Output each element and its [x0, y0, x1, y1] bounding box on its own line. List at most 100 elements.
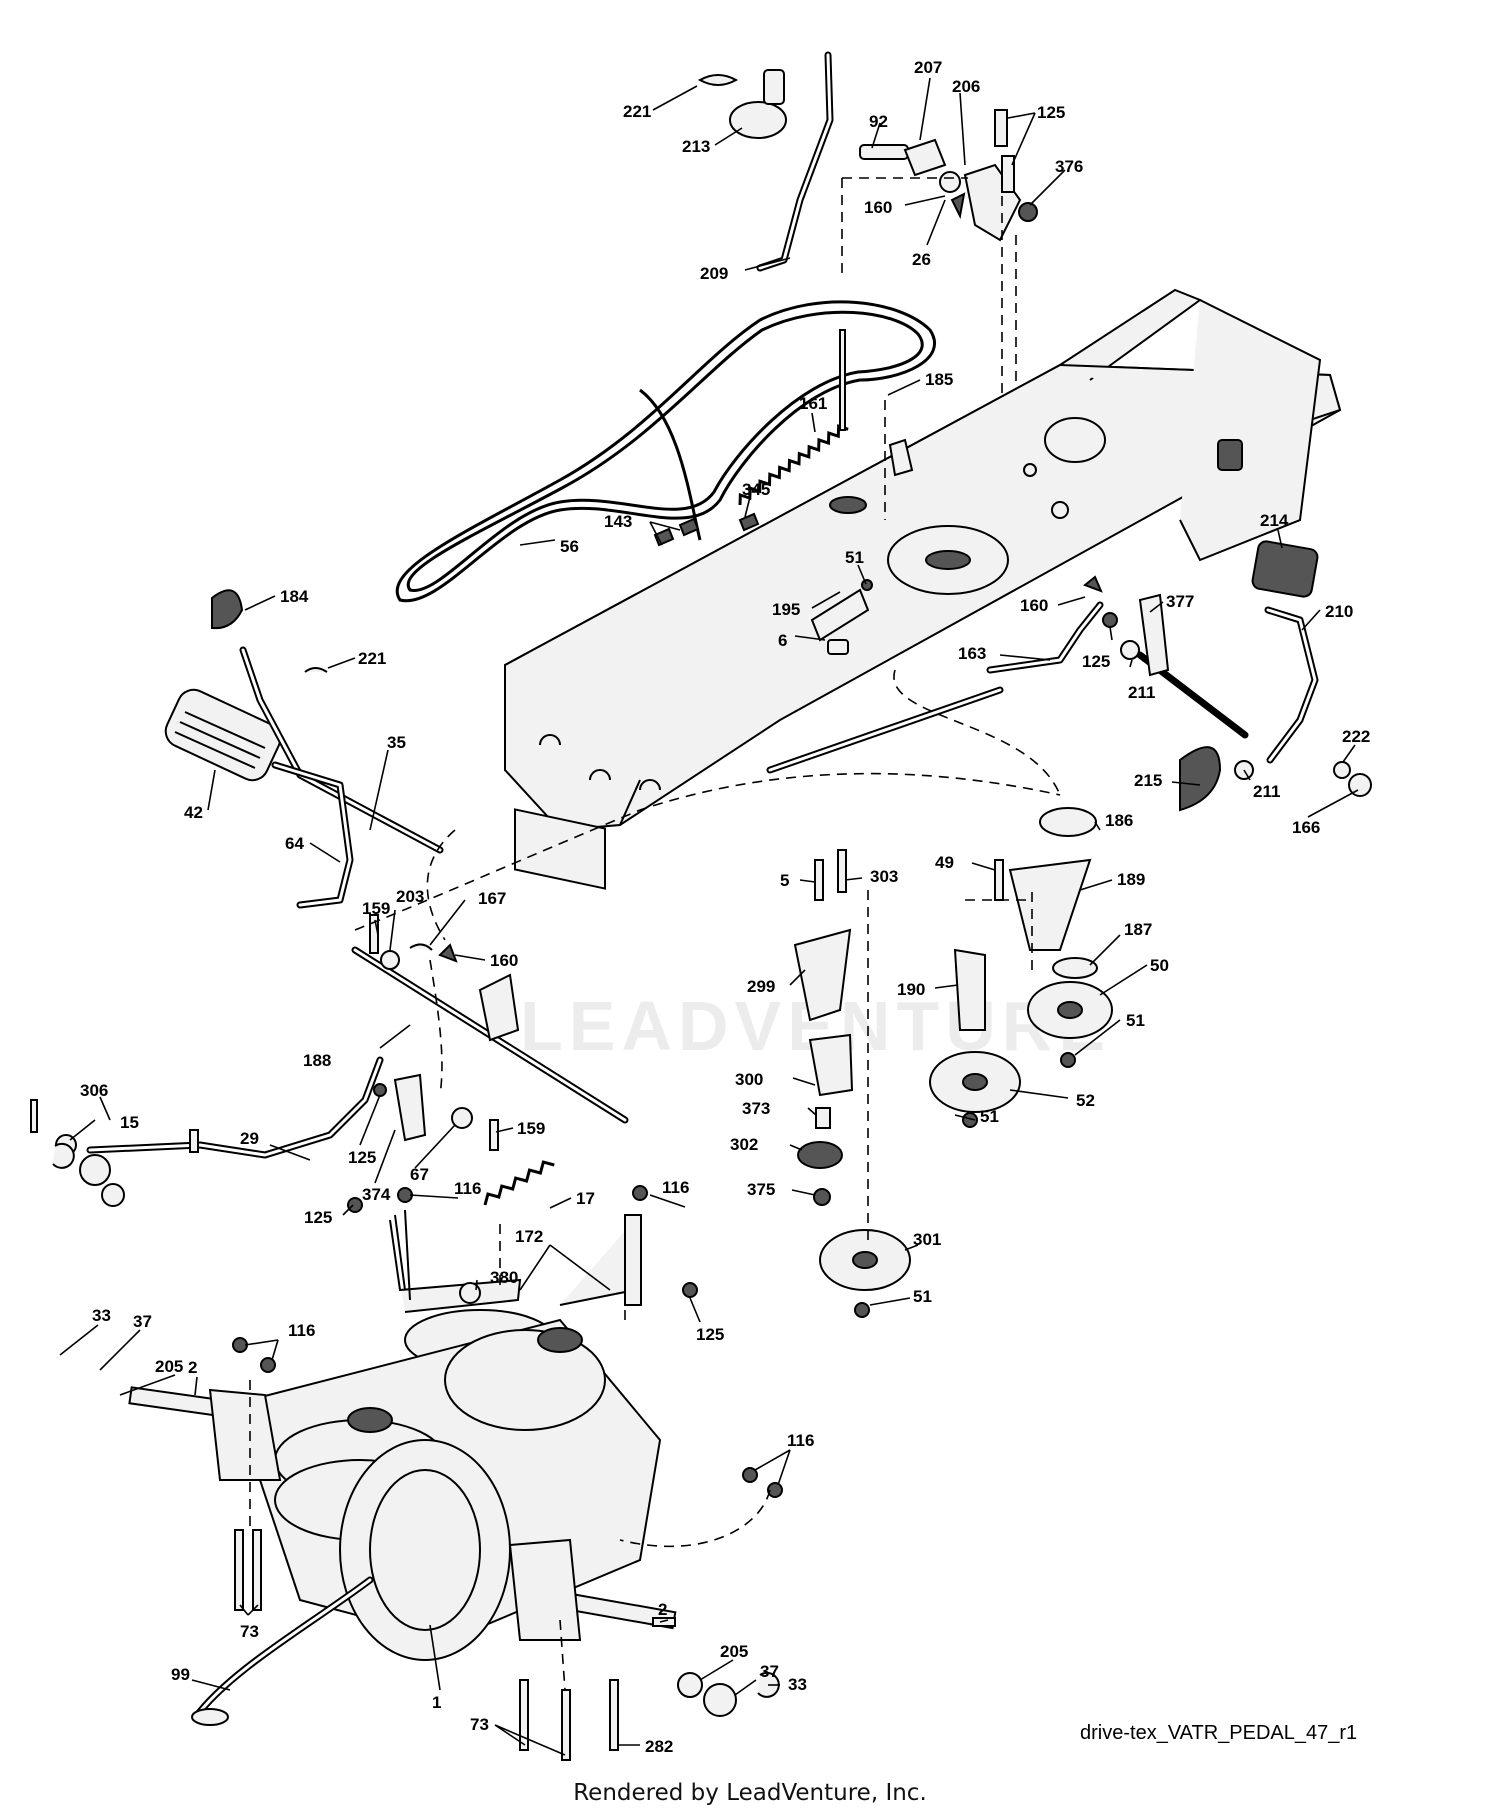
callout-labels: 221 213 207 206 125 92 376 160 26 209 18…: [80, 58, 1370, 1756]
callout-125: 125: [348, 1148, 376, 1167]
pad-214: [1251, 540, 1319, 598]
washer-222: [1333, 761, 1351, 779]
callout-299: 299: [747, 977, 775, 996]
callout-116: 116: [787, 1431, 814, 1450]
pedal-42: [164, 688, 282, 782]
bolt-73b: [252, 1529, 262, 1611]
callout-172: 172: [515, 1227, 543, 1246]
callout-125: 125: [304, 1208, 332, 1227]
callout-73: 73: [240, 1622, 259, 1641]
footer-credit: Rendered by LeadVenture, Inc.: [573, 1780, 927, 1806]
callout-186: 186: [1105, 811, 1133, 830]
nut-51b: [1060, 1052, 1076, 1068]
spring-161: [738, 424, 849, 506]
bolt-125b: [1001, 155, 1015, 193]
callout-143: 143: [604, 512, 632, 531]
nut-51c: [962, 1112, 978, 1128]
plate-299: [793, 928, 852, 1022]
callout-187: 187: [1124, 920, 1152, 939]
callout-221: 221: [358, 649, 386, 668]
bolt-73c: [519, 1679, 529, 1751]
callout-167: 167: [478, 889, 506, 908]
bracket-189: [1008, 858, 1092, 951]
nut-125b: [1102, 612, 1118, 628]
callout-345: 345: [742, 480, 770, 499]
callout-221: 221: [623, 102, 651, 121]
callout-42: 42: [184, 803, 203, 822]
bracket-207: [903, 138, 947, 177]
nut-376: [1018, 202, 1038, 222]
callout-161: 161: [799, 394, 827, 413]
pin-159b: [489, 1119, 499, 1151]
grommet-380: [459, 1282, 481, 1304]
callout-213: 213: [682, 137, 710, 156]
callout-190: 190: [897, 980, 925, 999]
callout-5: 5: [780, 871, 789, 890]
transaxle-assembly: [52, 1129, 783, 1761]
bracket-300: [808, 1033, 854, 1097]
washer-67: [451, 1107, 473, 1129]
callout-195: 195: [772, 600, 800, 619]
callout-160: 160: [1020, 596, 1048, 615]
nut-51d: [854, 1302, 870, 1318]
clip-160: [950, 192, 966, 220]
bushing-211a: [1120, 640, 1140, 660]
callout-373: 373: [742, 1099, 770, 1118]
callout-26: 26: [912, 250, 931, 269]
callout-163: 163: [958, 644, 986, 663]
callout-211: 211: [1253, 782, 1280, 801]
callout-35: 35: [387, 733, 406, 752]
callout-125: 125: [1082, 652, 1110, 671]
callout-17: 17: [576, 1189, 595, 1208]
bolt-92: [859, 144, 909, 160]
ring-166: [1348, 773, 1372, 797]
callout-160: 160: [490, 951, 518, 970]
bolt-125a: [994, 109, 1008, 147]
bearing-302: [797, 1141, 843, 1169]
callout-377: 377: [1166, 592, 1194, 611]
callout-2: 2: [188, 1358, 197, 1377]
knob-184: [211, 589, 244, 630]
ring-26: [939, 171, 961, 193]
nut-116a: [397, 1187, 413, 1203]
callout-125: 125: [696, 1325, 724, 1344]
clip-160c: [438, 943, 458, 963]
bracket-377: [1138, 593, 1170, 677]
tractor-frame: [504, 288, 1342, 890]
callout-375: 375: [747, 1180, 775, 1199]
callout-15: 15: [120, 1113, 139, 1132]
washer-37b: [703, 1683, 737, 1717]
drive-pedal-assembly: [30, 589, 1061, 1206]
callout-209: 209: [700, 264, 728, 283]
washer-37a: [79, 1154, 111, 1186]
nut-125d: [347, 1197, 363, 1213]
bracket-190: [953, 948, 986, 1031]
clip-167: [409, 943, 433, 951]
callout-67: 67: [410, 1165, 429, 1184]
callout-50: 50: [1150, 956, 1169, 975]
nut-116d2: [767, 1482, 783, 1498]
callout-6: 6: [778, 631, 787, 650]
callout-125: 125: [1037, 103, 1065, 122]
callout-159: 159: [362, 899, 390, 918]
callout-52: 52: [1076, 1091, 1095, 1110]
callout-160: 160: [864, 198, 892, 217]
key-2a: [189, 1129, 199, 1153]
callout-1: 1: [432, 1693, 441, 1712]
spring-17: [483, 1160, 555, 1206]
nut-116d1: [742, 1467, 758, 1483]
callout-37: 37: [760, 1662, 779, 1681]
callout-29: 29: [240, 1129, 259, 1148]
bolt-73d: [561, 1689, 571, 1761]
key-2b: [652, 1617, 676, 1627]
callout-222: 222: [1342, 727, 1370, 746]
callout-185: 185: [925, 370, 953, 389]
callout-189: 189: [1117, 870, 1145, 889]
callout-159: 159: [517, 1119, 545, 1138]
callout-51: 51: [845, 548, 864, 567]
bolt-282: [609, 1679, 619, 1751]
lift-lever-assembly: [697, 51, 1038, 420]
brake-pedal-assembly: [766, 540, 1372, 812]
callout-73: 73: [470, 1715, 489, 1734]
callout-210: 210: [1325, 602, 1353, 621]
